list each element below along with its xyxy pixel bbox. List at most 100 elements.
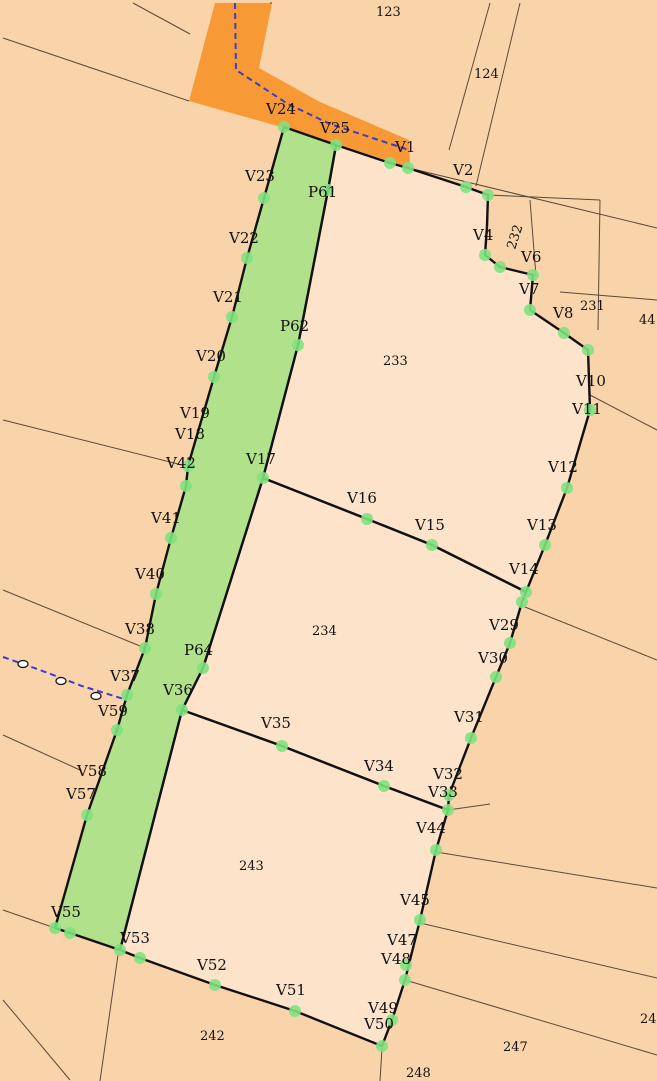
vertex-marker (197, 662, 209, 674)
vertex-marker (64, 927, 76, 939)
vertex-label: V53 (119, 929, 150, 947)
vertex-marker (430, 844, 442, 856)
vertex-marker (494, 261, 506, 273)
vertex-label: V14 (508, 560, 539, 578)
parcel-number-label: 247 (503, 1040, 528, 1055)
vertex-marker (111, 724, 123, 736)
dashed-line-circle-markers (17, 659, 102, 701)
vertex-label: V35 (260, 714, 291, 732)
vertex-marker (139, 642, 151, 654)
vertex-label: V42 (165, 454, 196, 472)
vertex-label: V45 (399, 891, 430, 909)
vertex-label: V20 (195, 347, 226, 365)
vertex-marker (539, 539, 551, 551)
vertex-label: V57 (65, 785, 96, 803)
parcel-number-label: 242 (200, 1029, 225, 1044)
parcel-number-label: 232 (505, 223, 527, 251)
vertex-markers (49, 121, 596, 1052)
vertex-label: V38 (124, 620, 155, 638)
vertex-marker (258, 192, 270, 204)
vertex-label: V29 (488, 616, 519, 634)
vertex-label: V30 (477, 649, 508, 667)
vertex-marker (49, 922, 61, 934)
vertex-marker (479, 249, 491, 261)
vertex-marker (322, 184, 334, 196)
vertex-label: V23 (244, 167, 275, 185)
vertex-marker (443, 789, 455, 801)
vertex-marker (527, 269, 539, 281)
vertex-label: V58 (76, 762, 107, 780)
vertex-label: V31 (453, 708, 484, 726)
vertex-marker (524, 304, 536, 316)
vertex-marker (399, 974, 411, 986)
vertex-marker (561, 482, 573, 494)
vertex-marker (490, 671, 502, 683)
vertex-label: V19 (179, 404, 210, 422)
vertex-label: V4 (472, 226, 493, 244)
vertex-label: V48 (380, 950, 411, 968)
vertex-marker (114, 944, 126, 956)
vertex-marker (278, 121, 290, 133)
vertex-label: P61 (308, 183, 337, 201)
parcel-243 (118, 708, 450, 1048)
vertex-marker (504, 637, 516, 649)
vertex-label: V12 (547, 458, 578, 476)
vertex-labels: V1 V2 V4 V6 V7 V8 V10 V11 V12 V13 V14 V1… (50, 100, 606, 1033)
vertex-label: V1 (394, 138, 415, 156)
vertex-label: V11 (571, 400, 602, 418)
vertex-label: V59 (97, 702, 128, 720)
vertex-marker (150, 588, 162, 600)
vertex-label: V7 (518, 280, 539, 298)
vertex-label: V25 (319, 119, 350, 137)
vertex-marker (276, 740, 288, 752)
parcel-number-label: 248 (406, 1066, 431, 1081)
vertex-label: V36 (162, 681, 193, 699)
vertex-marker (289, 1005, 301, 1017)
vertex-marker (426, 539, 438, 551)
parcel-number-label: 44 (639, 313, 656, 328)
vertex-label: P62 (280, 317, 309, 335)
vertex-label: V40 (134, 565, 165, 583)
vertex-label: V18 (174, 425, 205, 443)
vertex-label: V15 (414, 516, 445, 534)
vertex-marker (376, 1040, 388, 1052)
vertex-label: V49 (367, 999, 398, 1017)
vertex-marker (208, 371, 220, 383)
vertex-marker (81, 809, 93, 821)
vertex-marker (558, 327, 570, 339)
vertex-marker (400, 959, 412, 971)
vertex-marker (520, 586, 532, 598)
vertex-label: V32 (432, 765, 463, 783)
vertex-label: V33 (427, 783, 458, 801)
vertex-marker (182, 460, 194, 472)
vertex-label: V16 (346, 489, 377, 507)
vertex-marker (402, 162, 414, 174)
vertex-marker (361, 513, 373, 525)
vertex-marker (460, 181, 472, 193)
vertex-label: V37 (109, 667, 140, 685)
parcel-number-label: 231 (580, 299, 605, 314)
vertex-label: V2 (452, 161, 473, 179)
vertex-marker (180, 480, 192, 492)
vertex-marker (384, 157, 396, 169)
vertex-marker (414, 914, 426, 926)
parcels (53, 125, 592, 1048)
vertex-label: V52 (196, 956, 227, 974)
parcel-label-243: 243 (239, 859, 264, 874)
parcel-label-234: 234 (312, 624, 337, 639)
vertex-label: V24 (265, 100, 296, 118)
vertex-marker (134, 952, 146, 964)
vertex-marker (378, 780, 390, 792)
vertex-label: V13 (526, 516, 557, 534)
vertex-label: V21 (212, 288, 243, 306)
vertex-marker (121, 689, 133, 701)
vertex-label: V10 (575, 372, 606, 390)
vertex-marker (257, 472, 269, 484)
vertex-marker (292, 339, 304, 351)
vertex-marker (482, 189, 494, 201)
parcel-number-label: 24 (640, 1012, 657, 1027)
vertex-marker (516, 596, 528, 608)
vertex-marker (582, 344, 594, 356)
